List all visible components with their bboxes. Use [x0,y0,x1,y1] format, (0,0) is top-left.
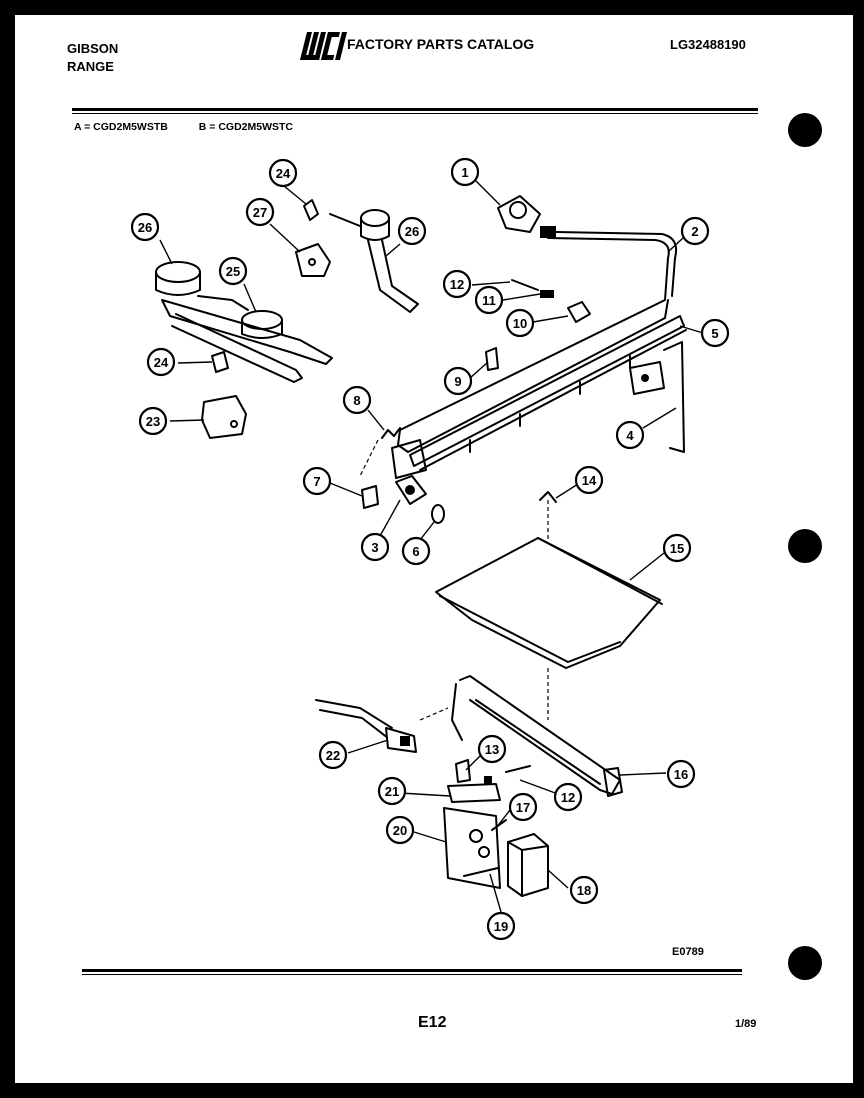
header-rule [72,108,758,111]
svg-text:4: 4 [626,428,634,443]
svg-text:17: 17 [516,800,530,815]
model-a: A = CGD2M5WSTB [74,121,168,133]
callout-25: 25 [218,256,248,286]
svg-text:5: 5 [711,326,718,341]
svg-text:12: 12 [561,790,575,805]
svg-text:16: 16 [674,767,688,782]
brand-name: GIBSON [67,41,119,56]
svg-text:13: 13 [485,742,499,757]
binder-hole [788,946,822,980]
model-b: B = CGD2M5WSTC [198,121,293,133]
binder-hole [788,113,822,147]
callout-12: 12 [442,269,472,299]
svg-text:24: 24 [154,355,169,370]
catalog-page [15,15,853,1083]
callout-27: 27 [245,197,275,227]
svg-text:21: 21 [385,784,399,799]
callout-13: 13 [477,734,507,764]
leader-lines [159,179,704,913]
svg-text:18: 18 [577,883,591,898]
callout-2: 2 [680,216,710,246]
callout-18: 18 [569,875,599,905]
callout-4: 4 [615,420,645,450]
model-legend: A = CGD2M5WSTB B = CGD2M5WSTC [74,121,321,133]
svg-text:23: 23 [146,414,160,429]
callout-9: 9 [443,366,473,396]
footer-rule [82,969,742,972]
callout-11: 11 [474,285,504,315]
catalog-title: FACTORY PARTS CATALOG [347,36,535,52]
manifold-pipe [391,231,678,479]
orifice-fittings [485,279,591,371]
burner-valve [359,427,445,524]
oven-burner [451,675,623,797]
callout-7: 7 [302,466,332,496]
footer-rule-thin [82,974,742,975]
diagram-code: E0789 [672,946,704,958]
callout-10: 10 [505,308,535,338]
svg-text:19: 19 [494,919,508,934]
svg-text:12: 12 [450,277,464,292]
top-burner-assembly [155,261,333,383]
binder-hole [788,529,822,563]
callout-15: 15 [662,533,692,563]
document-number: LG32488190 [670,37,746,52]
svg-text:24: 24 [276,166,291,181]
brand-block: GIBSON RANGE [67,40,118,76]
callout-1: 1 [450,157,480,187]
callout-14: 14 [574,465,604,495]
callout-12: 12 [553,782,583,812]
callout-6: 6 [401,536,431,566]
burner-venturi-tube [329,209,419,313]
callout-17: 17 [508,792,538,822]
page-number: E12 [418,1014,447,1031]
svg-text:6: 6 [412,544,419,559]
svg-text:15: 15 [670,541,684,556]
pressure-regulator [497,195,556,238]
svg-text:14: 14 [582,473,597,488]
svg-text:27: 27 [253,205,267,220]
svg-text:1: 1 [461,165,468,180]
svg-text:20: 20 [393,823,407,838]
callout-26: 26 [130,212,160,242]
svg-text:22: 22 [326,748,340,763]
manifold-bracket [409,315,687,471]
callout-8: 8 [342,385,372,415]
svg-text:8: 8 [353,393,360,408]
callout-19: 19 [486,911,516,941]
svg-text:26: 26 [405,224,419,239]
publication-date: 1/89 [735,1018,757,1030]
svg-text:10: 10 [513,316,527,331]
callout-16: 16 [666,759,696,789]
svg-text:11: 11 [482,293,496,308]
oven-igniter [315,699,449,753]
callout-20: 20 [385,815,415,845]
svg-text:9: 9 [454,374,461,389]
header-rule-thin [72,113,758,114]
svg-text:2: 2 [691,224,698,239]
igniter-switch [629,341,685,453]
callout-3: 3 [360,532,390,562]
callout-5: 5 [700,318,730,348]
orifice-hood-brackets [201,199,331,439]
callout-24: 24 [146,347,176,377]
product-type: RANGE [67,59,114,74]
broiler-shield [435,491,663,720]
svg-text:3: 3 [371,540,378,555]
callout-26: 26 [397,216,427,246]
svg-text:7: 7 [313,474,320,489]
oven-thermostat-valve [443,759,549,897]
callout-22: 22 [318,740,348,770]
svg-text:25: 25 [226,264,240,279]
callout-24: 24 [268,158,298,188]
svg-text:26: 26 [138,220,152,235]
callout-21: 21 [377,776,407,806]
callout-23: 23 [138,406,168,436]
wci-logo [300,32,348,60]
